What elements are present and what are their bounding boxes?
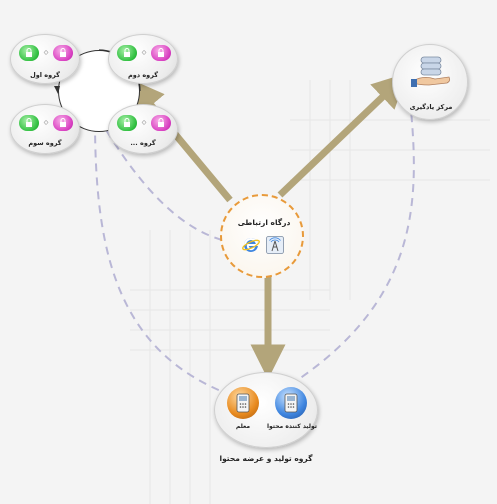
teacher-item[interactable] <box>227 387 259 419</box>
mobile-phone-icon <box>236 393 250 413</box>
dashed-link-groups-production <box>94 119 246 401</box>
group-node-second[interactable]: ◇ <box>108 34 178 84</box>
group-label-first: گروه اول <box>30 71 60 79</box>
internet-explorer-icon <box>242 238 260 252</box>
group-node-first[interactable]: ◇ <box>10 34 80 84</box>
gateway-node[interactable]: درگاه ارتباطی <box>220 194 304 278</box>
production-group-node[interactable]: معلم تولید کننده محتوا <box>214 372 318 448</box>
dashed-link-production-learning <box>289 99 415 386</box>
content-producer-item[interactable] <box>275 387 307 419</box>
arrow-to-learning-center <box>277 72 408 198</box>
group-label-third: گروه سوم <box>28 139 62 147</box>
group-label-etc: گروه ... <box>130 139 156 147</box>
group-node-third[interactable]: ◇ <box>10 104 80 154</box>
teacher-label: معلم <box>235 423 251 430</box>
gateway-title: درگاه ارتباطی <box>237 218 291 227</box>
dashed-link-gateway-groups <box>99 119 223 241</box>
content-producer-label: تولید کننده محتوا <box>266 423 317 430</box>
production-group-title: گروه تولید و عرضه محتوا <box>219 454 313 463</box>
mobile-phone-icon <box>284 393 298 413</box>
group-node-etc[interactable]: ◇ <box>108 104 178 154</box>
database-hand-icon <box>411 56 451 87</box>
learning-center-node[interactable]: مرکز یادگیری <box>392 44 468 120</box>
wireless-tower-icon <box>266 236 284 254</box>
learning-center-label: مرکز یادگیری <box>409 103 453 111</box>
group-label-second: گروه دوم <box>127 71 159 79</box>
